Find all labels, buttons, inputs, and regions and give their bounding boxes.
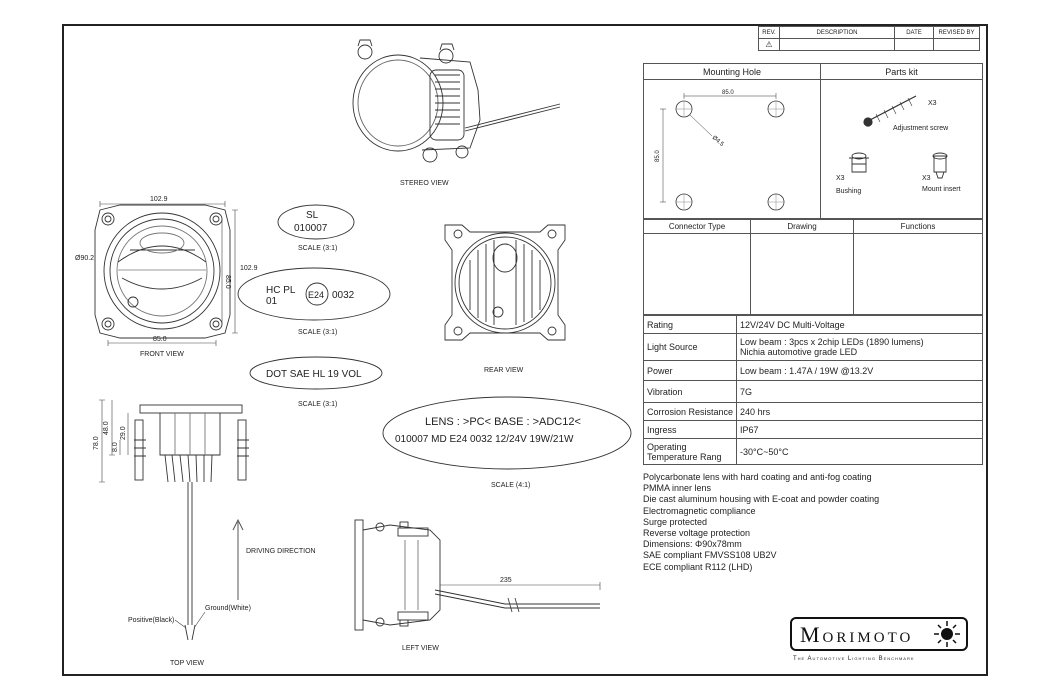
functions-header: Functions: [853, 219, 983, 234]
driving-direction-label: DRIVING DIRECTION: [246, 548, 316, 555]
note-item: Die cast aluminum housing with E-coat an…: [643, 494, 880, 505]
top-view-label: TOP VIEW: [170, 660, 204, 667]
logo-tagline: The Automotive Lighting Benchmark: [793, 656, 915, 662]
dot-label-ellipse: [249, 356, 383, 390]
spec-label: Light Source: [642, 333, 738, 361]
sl-label-ellipse: [277, 204, 355, 240]
front-bolt-v-dim: 85.0: [224, 275, 231, 289]
front-bolt-h-dim: 85.0: [153, 336, 167, 343]
front-width-dim: 102.9: [150, 196, 168, 203]
rear-view-label: REAR VIEW: [484, 367, 524, 374]
feature-notes: Polycarbonate lens with hard coating and…: [643, 472, 879, 573]
mounting-hole-title: Mounting Hole: [643, 63, 821, 80]
note-item: SAE compliant FMVSS108 UB2V: [643, 550, 777, 561]
sl-line2: 010007: [294, 223, 328, 234]
top-8-dim: 8.0: [112, 442, 119, 452]
note-item: PMMA inner lens: [643, 483, 712, 494]
lens-label-ellipse: [382, 396, 632, 470]
hc-number: 0032: [332, 290, 355, 301]
top-29-dim: 29.0: [120, 426, 127, 440]
spec-value: -30°C~50°C: [736, 438, 983, 465]
spec-row: Light Source Low beam : 3pcs x 2chip LED…: [642, 333, 983, 361]
note-item: Dimensions: Φ90x78mm: [643, 539, 742, 550]
bushing-qty: X3: [836, 175, 845, 182]
front-dia-dim: Ø90.2: [75, 255, 94, 262]
dot-text: DOT SAE HL 19 VOL: [266, 369, 362, 380]
sunburst-icon: [934, 621, 960, 647]
rear-view-drawing: [444, 224, 566, 341]
top-78-dim: 78.0: [93, 436, 100, 450]
note-item: Polycarbonate lens with hard coating and…: [643, 472, 872, 482]
morimoto-logo: Morimoto: [790, 617, 968, 651]
warning-icon: ⚠: [758, 38, 780, 51]
left-view-drawing: [354, 519, 601, 631]
note-item: ECE compliant R112 (LHD): [643, 561, 753, 572]
drawing-sheet-border: [62, 24, 988, 676]
parts-kit-title: Parts kit: [820, 63, 983, 80]
connector-table: Connector Type Drawing Functions: [643, 219, 983, 315]
top-48-dim: 48.0: [103, 421, 110, 435]
spec-value: Low beam : 1.47A / 19W @13.2V: [736, 360, 983, 381]
stereo-view-drawing: [352, 39, 561, 163]
specs-table: Rating 12V/24V DC Multi-Voltage Light So…: [642, 315, 983, 465]
hc-label-ellipse: [237, 267, 391, 321]
lens-line1: LENS : >PC< BASE : >ADC12<: [425, 416, 581, 428]
bushing-name: Bushing: [836, 188, 862, 195]
connector-type-header: Connector Type: [643, 219, 751, 234]
spec-row: Power Low beam : 1.47A / 19W @13.2V: [642, 360, 983, 381]
scale-sl: SCALE (3:1): [298, 245, 337, 252]
spec-value: 12V/24V DC Multi-Voltage: [736, 315, 983, 334]
ground-wire-label: Ground(White): [205, 605, 251, 612]
hc-line2: 01: [266, 296, 278, 307]
spec-label: Power: [642, 360, 738, 381]
e24-circle: [305, 282, 329, 306]
scale-hc: SCALE (3:1): [298, 329, 337, 336]
note-item: Surge protected: [643, 516, 708, 527]
note-item: Electromagnetic compliance: [643, 505, 756, 516]
spec-row: Vibration 7G: [642, 380, 983, 403]
positive-wire-label: Positive(Black): [128, 617, 174, 624]
front-height-dim: 102.9: [240, 265, 258, 272]
spec-row: Rating 12V/24V DC Multi-Voltage: [642, 315, 983, 334]
mounting-parts-panel: Mounting Hole Parts kit: [643, 63, 983, 219]
rev-header: REV.: [758, 26, 780, 39]
spec-value: 240 hrs: [736, 402, 983, 421]
spec-row: Ingress IP67: [642, 420, 983, 439]
spec-value: 7G: [736, 380, 983, 403]
note-item: Reverse voltage protection: [643, 528, 751, 539]
left-view-label: LEFT VIEW: [402, 645, 439, 652]
revision-table: REV. DESCRIPTION DATE REVISED BY ⚠: [758, 26, 980, 51]
scale-dot: SCALE (3:1): [298, 401, 337, 408]
sl-line1: SL: [306, 210, 319, 221]
cable-length-dim: 235: [500, 577, 512, 584]
drawing-header: Drawing: [750, 219, 854, 234]
mount-insert-name: Mount insert: [922, 186, 961, 193]
front-view-drawing: [94, 201, 238, 346]
spec-label: Rating: [642, 315, 738, 334]
screw-name: Adjustment screw: [893, 125, 949, 132]
spec-value: Low beam : 3pcs x 2chip LEDs (1890 lumen…: [736, 333, 983, 361]
revised-by-header: REVISED BY: [933, 26, 980, 39]
spec-value: IP67: [736, 420, 983, 439]
hc-e24: E24: [308, 290, 324, 300]
stereo-view-label: STEREO VIEW: [400, 180, 449, 187]
top-view-drawing: [99, 399, 249, 641]
spec-label: Ingress: [642, 420, 738, 439]
spec-row: Corrosion Resistance 240 hrs: [642, 402, 983, 421]
logo-wordmark: Morimoto: [800, 622, 914, 647]
description-header: DESCRIPTION: [779, 26, 895, 39]
hc-line1: HC PL: [266, 285, 296, 296]
lens-line2: 010007 MD E24 0032 12/24V 19W/21W: [395, 434, 574, 445]
spec-label: Operating Temperature Rang: [642, 438, 738, 465]
screw-qty: X3: [928, 100, 937, 107]
spec-label: Corrosion Resistance: [642, 402, 738, 421]
spec-label: Vibration: [642, 380, 738, 403]
spec-row: Operating Temperature Rang -30°C~50°C: [642, 438, 983, 465]
scale-lens: SCALE (4:1): [491, 482, 530, 489]
front-view-label: FRONT VIEW: [140, 351, 184, 358]
mount-insert-qty: X3: [922, 175, 931, 182]
date-header: DATE: [894, 26, 934, 39]
